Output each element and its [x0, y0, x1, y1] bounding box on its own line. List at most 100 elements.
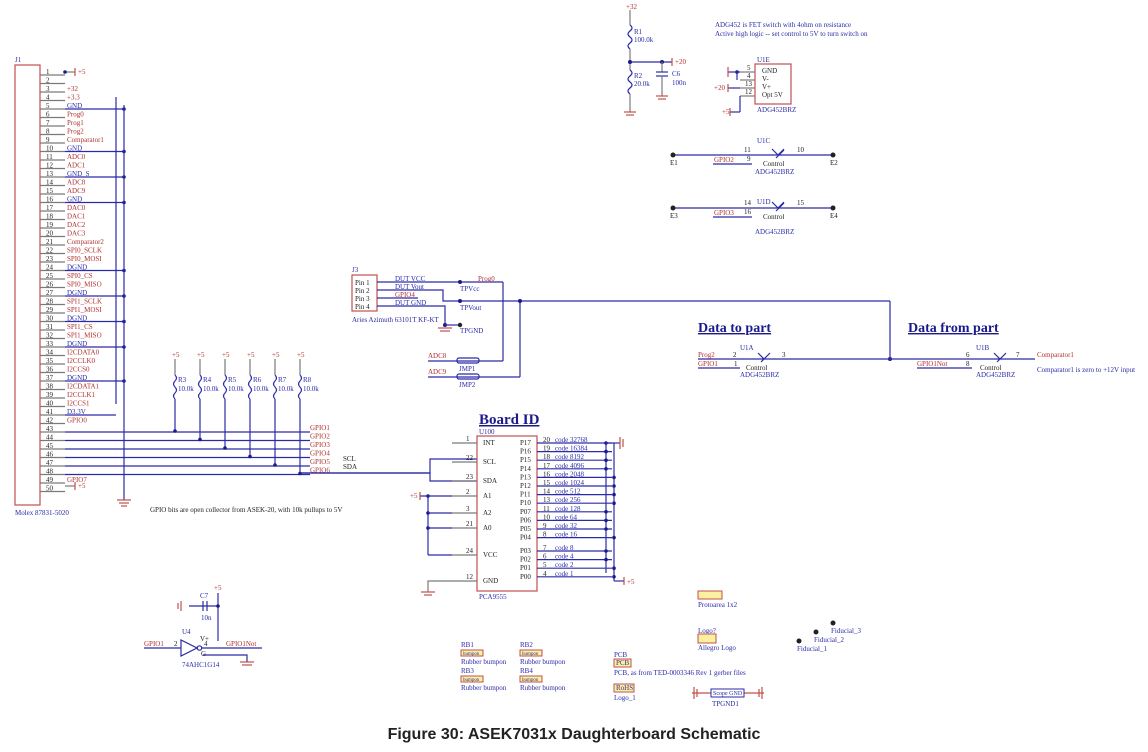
gpio-net-label: GPIO3 [310, 441, 330, 449]
j1-pin-net: I2CCS0 [67, 366, 90, 374]
divider-net: +20 [675, 58, 686, 66]
j1-pin-net: +32 [67, 85, 78, 93]
u1b-ref: U1B [976, 344, 990, 352]
j1-pin-net: SPI1_MOSI [67, 306, 102, 314]
pcb-tag: PCB [616, 659, 630, 667]
j1-pin-number: 29 [46, 306, 54, 314]
j1-pin-net: DAC2 [67, 221, 86, 229]
fiducial-icon [796, 638, 802, 644]
u1c-terminal-right: E2 [830, 159, 838, 167]
u1a-part: ADG452BRZ [740, 371, 779, 379]
heading-board-id: Board ID [479, 412, 540, 428]
bumpon-tag: bumpon [463, 678, 480, 683]
bumpon-desc: Rubber bumpon [461, 658, 507, 666]
j1-pin-net: GPIO0 [67, 417, 87, 425]
j1-pin-net: I2CDATA1 [67, 383, 100, 391]
j1-pin-number: 47 [46, 459, 54, 467]
rohs-tag: RoHS [616, 684, 633, 692]
u100-right-pin-name: P14 [520, 465, 531, 473]
j1-pin-number: 33 [46, 340, 54, 348]
resistor-r7 [272, 374, 278, 400]
u1b-note: Comparator1 is zero to +12V input [1037, 366, 1135, 374]
u1b-pin: 6 [966, 351, 970, 359]
u1a-in-net: Prog2 [698, 351, 715, 359]
pullup-value: 10.0k [228, 385, 244, 393]
pullup-ref: R4 [203, 376, 212, 384]
j3-adc8: ADC8 [428, 352, 447, 360]
u4-part: 74AHC1G14 [182, 661, 220, 669]
j1-pin-net: SPI0_CS [67, 272, 93, 280]
pullup-supply: +5 [247, 351, 255, 359]
j1-body [14, 64, 41, 506]
adg-note-line2: Active high logic -- set control to 5V t… [715, 30, 868, 38]
j1-pin-net: DAC1 [67, 213, 86, 221]
rohs-logo [613, 683, 635, 693]
figure-caption: Figure 30: ASEK7031x Daughterboard Schem… [387, 726, 761, 743]
pullup-supply: +5 [222, 351, 230, 359]
u100-code-label: code 32768 [555, 436, 588, 444]
u1a-ctrl-label: Control [746, 364, 767, 372]
fiducial-icon [813, 629, 819, 635]
u1b-part: ADG452BRZ [976, 371, 1015, 379]
protoarea-label: Protoarea 1x2 [698, 601, 738, 609]
u1e-pinnum: 5 [747, 64, 751, 72]
j1-pin-number: 45 [46, 442, 54, 450]
j1-pin-net: ADC9 [67, 187, 86, 195]
j1-pin-number: 2 [46, 77, 50, 85]
u100-left-pin-name: INT [483, 439, 495, 447]
jumper-jmp2[interactable] [456, 373, 480, 380]
u1e-pin-opt5v: Opt 5V [762, 91, 783, 99]
u100-right-pin-number: 4 [543, 570, 547, 578]
u1b-ctrl-pin: 8 [966, 360, 970, 368]
j1-pin-net: Prog1 [67, 119, 84, 127]
j1-pin-net: DGND [67, 315, 87, 323]
j1-pin-number: 39 [46, 391, 54, 399]
j1-pin-number: 49 [46, 476, 54, 484]
resistor-r8 [297, 374, 303, 400]
u1e-pin-vplus: V+ [762, 83, 771, 91]
gpio-net-label: GPIO6 [310, 467, 330, 475]
c6-ref: C6 [672, 70, 681, 78]
scope-gnd: Scope GND TPGND1 [692, 687, 764, 708]
bumpon-desc: Rubber bumpon [461, 684, 507, 692]
j1-pin-number: 48 [46, 468, 54, 476]
test-socket-j3: J3 Pin 1 Pin 2 Pin 3 Pin 4 Aries Azimuth… [351, 266, 892, 389]
pullup-supply: +5 [272, 351, 280, 359]
u1e-pinnum: 4 [747, 72, 751, 80]
u100-code-label: code 1 [555, 570, 574, 578]
j1-pin-number: 37 [46, 374, 54, 382]
u100-right-pin-number: 20 [543, 436, 551, 444]
j1-pin-net: Comparator2 [67, 238, 104, 246]
gpio-net-label: GPIO4 [310, 450, 330, 458]
gpio-pullups: +5R310.0kGPIO1+5R410.0kGPIO2+5R510.0kGPI… [172, 351, 477, 482]
j3-part: Aries Azimuth 63101T KF-KT [352, 316, 440, 324]
bumpon-ref: RB2 [520, 641, 533, 649]
c7-ref: C7 [200, 592, 209, 600]
resistor-r3 [172, 374, 178, 400]
jumper-jmp1[interactable] [456, 357, 480, 364]
tp-vout: TPVout [460, 304, 481, 312]
u100-right-pin-name: P01 [520, 564, 531, 572]
u1c-ctrl-pin: 9 [747, 155, 751, 163]
j3-net-gpio4: GPIO4 [395, 291, 415, 299]
u100-code-label: code 16 [555, 531, 577, 539]
u100-code-label: code 32 [555, 522, 577, 530]
pullup-note: GPIO bits are open collector from ASEK-2… [150, 506, 342, 514]
j1-pin-net: SPI1_CS [67, 323, 93, 331]
j1-pin-net: GND [67, 196, 82, 204]
j1-pin-number: 38 [46, 383, 54, 391]
j1-pin-net: SPI0_MISO [67, 281, 102, 289]
u100-right-pin-name: P05 [520, 525, 531, 533]
j3-net-dutgnd: DUT GND [395, 299, 426, 307]
switch-u1d: E3 E4 U1D 14 15 GPIO3 16 Control ADG452B… [670, 198, 838, 236]
u100-right-pin-number: 18 [543, 453, 551, 461]
j1-pin-net: SPI0_SCLK [67, 247, 102, 255]
j1-pin-net: SPI1_MISO [67, 332, 102, 340]
j1-pin-net: I2CCLK0 [67, 357, 96, 365]
fiducial-2-label: Fiducial_2 [814, 636, 844, 644]
u100-left-pin-number: 2 [466, 488, 470, 496]
u100-left-pin-number: 21 [466, 520, 474, 528]
u100-right-pin-name: P12 [520, 482, 531, 490]
